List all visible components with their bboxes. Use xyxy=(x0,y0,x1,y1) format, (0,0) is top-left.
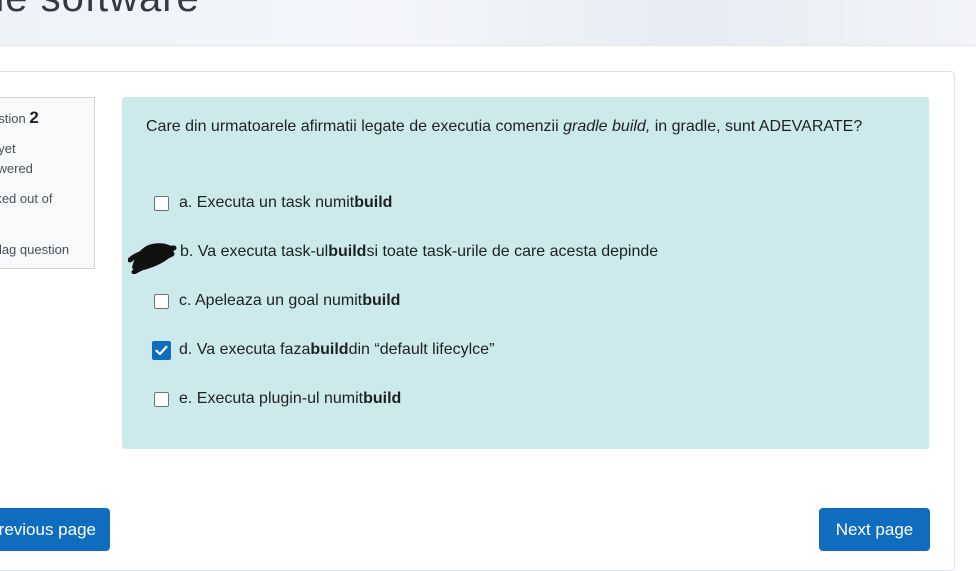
answer-option-b[interactable]: b. Va executa task-ul build si toate tas… xyxy=(180,243,659,260)
answer-option-c[interactable]: c. Apeleaza un goal numit build xyxy=(154,289,400,313)
answer-option-d[interactable]: d. Va executa faza build din “default li… xyxy=(152,338,494,362)
question-text: Care din urmatoarele afirmatii legate de… xyxy=(146,118,863,135)
question-label: estion xyxy=(0,111,26,126)
question-text-command: gradle build, xyxy=(563,118,651,135)
question-state-line2: swered xyxy=(0,161,33,176)
checkbox-c[interactable] xyxy=(154,293,169,309)
question-marks-line1: rked out of xyxy=(0,191,53,206)
previous-page-button[interactable]: revious page xyxy=(0,508,110,551)
next-page-button[interactable]: Next page xyxy=(819,508,930,551)
answer-option-e[interactable]: e. Executa plugin-ul numit build xyxy=(154,387,401,411)
question-state-line1: t yet xyxy=(0,141,16,156)
checkbox-d-checked[interactable] xyxy=(152,340,171,360)
question-number: 2 xyxy=(29,108,39,127)
flag-question-link[interactable]: Flag question xyxy=(0,242,69,257)
checkbox-e[interactable] xyxy=(154,391,169,407)
question-info-panel: estion 2 t yet swered rked out of 0 Flag… xyxy=(0,97,95,269)
question-number-row: estion 2 xyxy=(0,108,39,128)
question-content: Care din urmatoarele afirmatii legate de… xyxy=(122,97,929,449)
page-title: ne software xyxy=(0,0,200,21)
flag-question-label: Flag question xyxy=(0,242,70,257)
answer-option-a[interactable]: a. Executa un task numit build xyxy=(154,191,392,215)
checkmark-icon xyxy=(155,345,168,355)
redaction-scribble xyxy=(128,243,177,274)
checkbox-a[interactable] xyxy=(154,195,169,211)
page-header-banner: ne software xyxy=(0,0,976,46)
